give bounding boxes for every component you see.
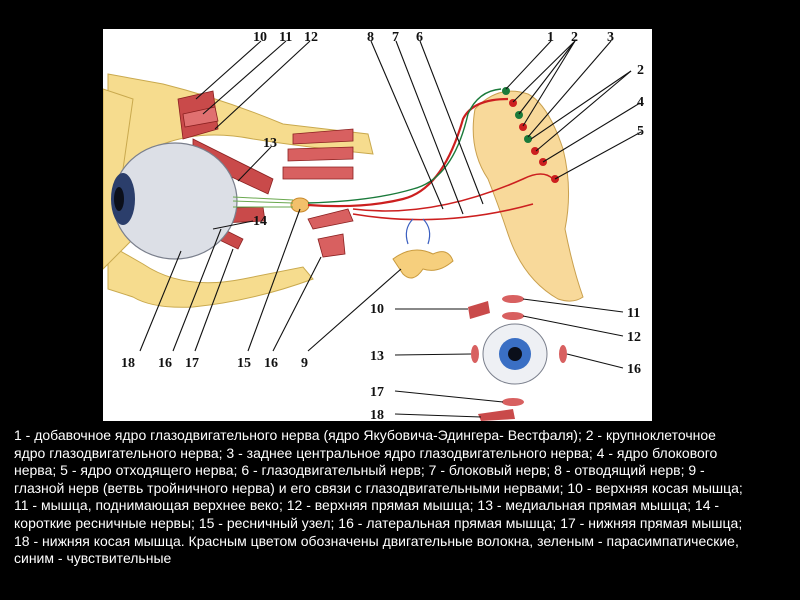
label-5: 5 [637, 124, 644, 139]
nuclei [502, 87, 559, 183]
inset-label-10: 10 [370, 302, 384, 317]
label-1: 1 [547, 30, 554, 45]
motor-fibers-2 [352, 173, 554, 212]
motor-fibers-3 [352, 203, 534, 221]
pupil [114, 187, 124, 211]
number-labels: 10 11 12 8 7 6 1 2 3 2 4 5 13 14 18 16 1… [121, 30, 644, 421]
label-16b: 16 [264, 356, 278, 371]
short-ciliary-nerves [232, 196, 294, 208]
label-11: 11 [279, 30, 292, 45]
label-10: 10 [253, 30, 267, 45]
anatomy-figure: 10 11 12 8 7 6 1 2 3 2 4 5 13 14 18 16 1… [103, 29, 652, 421]
orbit-bone-lower [107, 243, 314, 308]
brainstem [472, 90, 584, 302]
label-8: 8 [367, 30, 374, 45]
label-2-right: 2 [637, 63, 644, 78]
label-14: 14 [253, 214, 267, 229]
label-7: 7 [392, 30, 399, 45]
inset-label-11: 11 [627, 306, 640, 321]
label-15: 15 [237, 356, 251, 371]
inset-label-17: 17 [370, 385, 384, 400]
label-13: 13 [263, 136, 277, 151]
label-9: 9 [301, 356, 308, 371]
trigeminal-ganglion [392, 249, 454, 279]
label-12: 12 [304, 30, 318, 45]
inset-label-18: 18 [370, 408, 384, 421]
label-2-top: 2 [571, 30, 578, 45]
inset-eye [468, 295, 567, 421]
label-17: 17 [185, 356, 199, 371]
label-4: 4 [637, 95, 644, 110]
leader-lines [139, 40, 642, 418]
sensory-fibers [405, 218, 431, 245]
inset-label-16: 16 [627, 362, 641, 377]
inset-label-12: 12 [627, 330, 641, 345]
label-3: 3 [607, 30, 614, 45]
label-18: 18 [121, 356, 135, 371]
label-6: 6 [416, 30, 423, 45]
parasympathetic-fibers [307, 88, 502, 204]
label-16: 16 [158, 356, 172, 371]
figure-caption: 1 - добавочное ядро глазодвигательного н… [14, 427, 743, 567]
inset-label-13: 13 [370, 349, 384, 364]
anatomy-illustration: 10 11 12 8 7 6 1 2 3 2 4 5 13 14 18 16 1… [103, 30, 644, 421]
